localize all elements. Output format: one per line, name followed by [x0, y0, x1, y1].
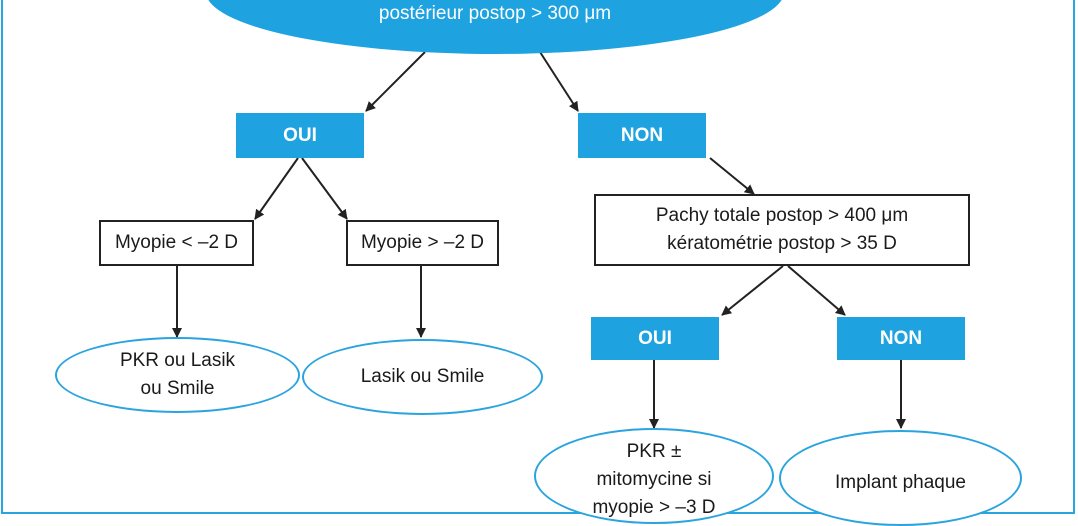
myopie-less-box: Myopie < –2 D: [99, 220, 254, 266]
arrow-oui-to-myopie-less: [254, 157, 299, 220]
answer-oui-box: OUI: [236, 113, 364, 158]
arrow-pachy-to-oui: [721, 265, 784, 316]
result-pkr-mitomycine-ellipse: PKR ± mitomycine si myopie > –3 D: [534, 428, 774, 524]
result-implant-phaque-label: Implant phaque: [835, 472, 966, 493]
result-pkr-lasik-line1: PKR ou Lasik: [119, 350, 236, 371]
pachy-condition-box: Pachy totale postop > 400 μm kératométri…: [594, 194, 970, 266]
myopie-less-label: Myopie < –2 D: [114, 232, 239, 253]
pachy-condition-line2: kératométrie postop > 35 D: [667, 233, 897, 254]
result-pkr-line3: myopie > –3 D: [592, 497, 716, 518]
result-pkr-line1: PKR ±: [626, 441, 682, 462]
answer-oui-2-label: OUI: [638, 327, 672, 349]
answer-non-2-label: NON: [879, 327, 923, 349]
result-pkr-lasik-line2: ou Smile: [140, 378, 215, 399]
result-lasik-smile-ellipse: Lasik ou Smile: [302, 339, 543, 415]
root-condition-text: postérieur postop > 300 μm: [378, 3, 612, 24]
arrow-non-to-pachy: [709, 157, 755, 195]
answer-non-label: NON: [620, 124, 664, 146]
myopie-more-box: Myopie > –2 D: [346, 220, 499, 266]
answer-oui-2-box: OUI: [591, 317, 719, 360]
result-lasik-smile-label: Lasik ou Smile: [360, 366, 485, 387]
result-implant-phaque-ellipse: Implant phaque: [779, 430, 1022, 526]
pachy-condition-line1: Pachy totale postop > 400 μm: [655, 205, 909, 226]
result-pkr-lasik-smile-ellipse: PKR ou Lasik ou Smile: [55, 337, 300, 413]
arrow-oui-to-myopie-more: [301, 157, 348, 220]
arrow-root-to-oui: [365, 51, 426, 112]
myopie-more-label: Myopie > –2 D: [360, 232, 485, 253]
answer-non-2-box: NON: [837, 317, 965, 360]
answer-non-box: NON: [578, 113, 706, 158]
arrow-root-to-non: [539, 51, 579, 112]
result-pkr-line2: mitomycine si: [596, 469, 712, 490]
answer-oui-label: OUI: [283, 124, 317, 146]
arrow-pachy-to-non: [787, 265, 846, 316]
diagram-frame: [1, 0, 1075, 514]
